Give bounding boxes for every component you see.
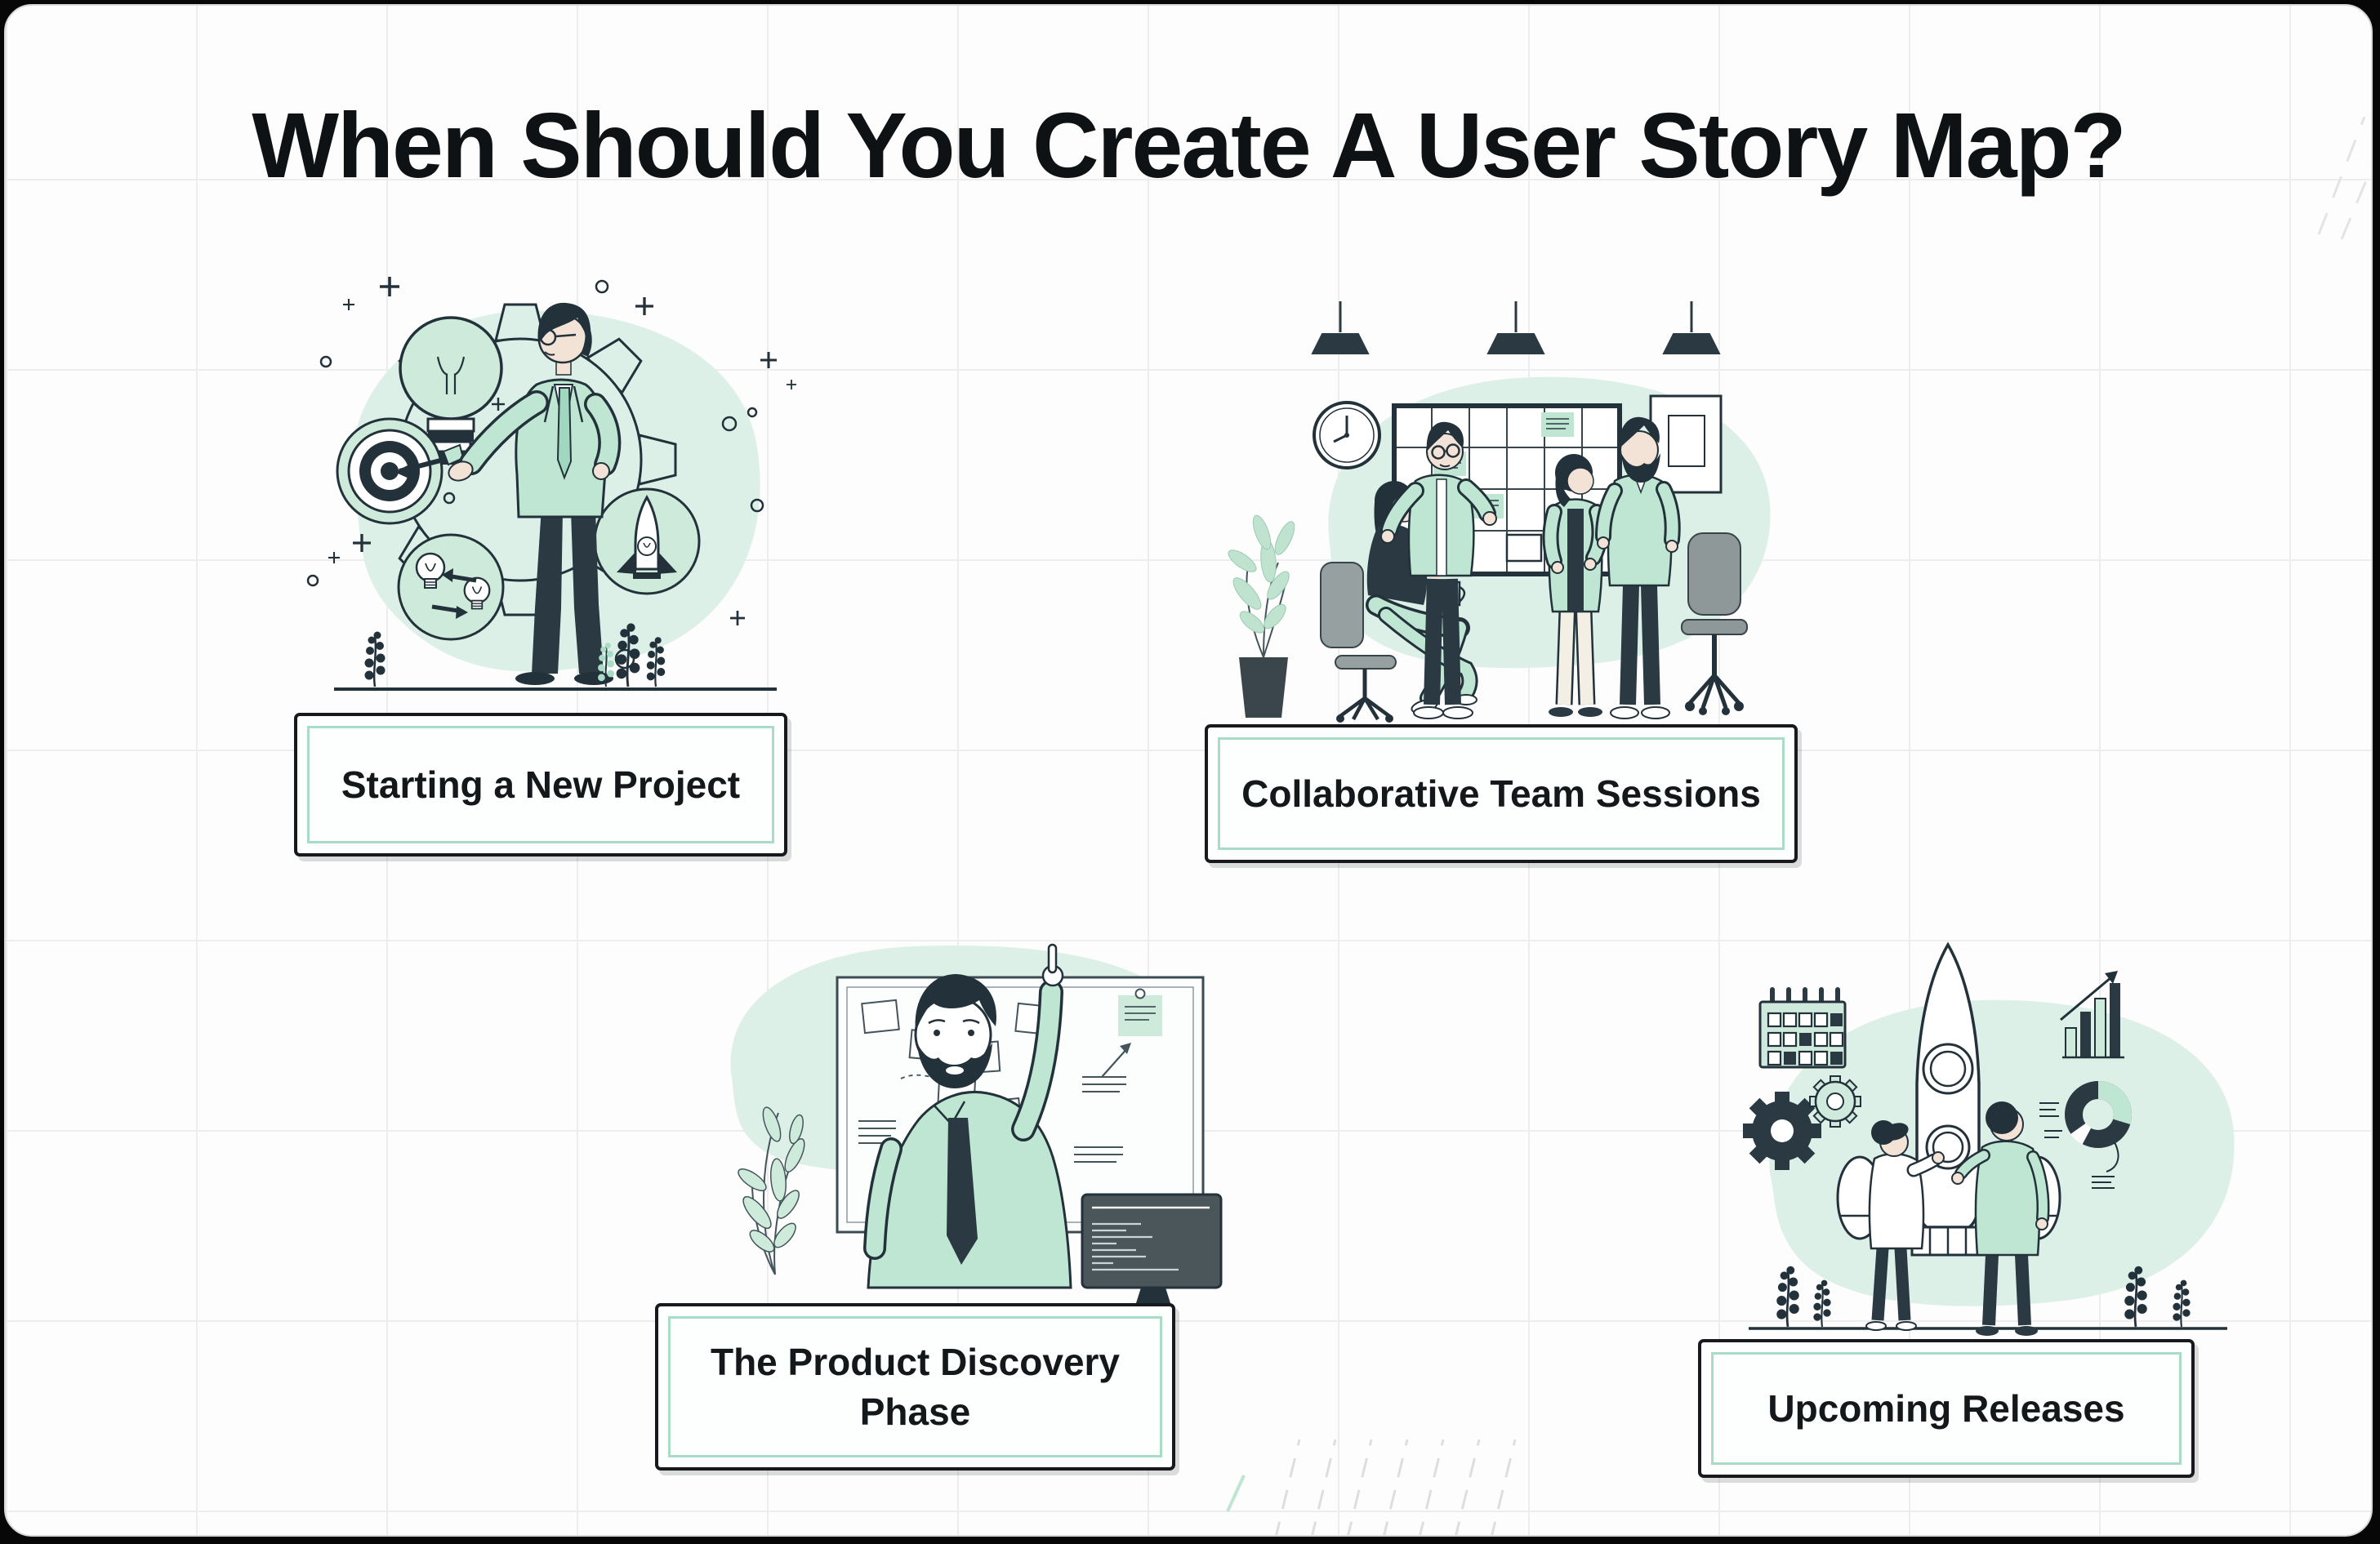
man-figure [1951,1101,2050,1336]
corner-dashes-decoration [2317,116,2371,240]
picture-frame-icon [1649,394,1723,494]
section-label-text: Collaborative Team Sessions [1241,772,1761,815]
rocket-badge-icon [593,487,701,595]
code-monitor-icon [1081,1193,1223,1303]
potted-plant-icon [1228,514,1295,718]
section-label-text: Starting a New Project [341,763,741,806]
woman-figure [1865,1120,1945,1331]
idea-exchange-icon [397,533,505,641]
bearded-man-figure [1595,416,1681,719]
calendar-icon [1758,987,1847,1069]
presenter-figure [448,302,622,685]
product-discovery-illustration [730,943,1223,1303]
page-title: When Should You Create A User Story Map? [252,94,2126,197]
pendant-lamp-icon [1311,301,1721,354]
target-icon [336,417,465,525]
section-label-starting-a-new-project: Starting a New Project [294,713,787,857]
section-label-upcoming-releases: Upcoming Releases [1698,1339,2195,1478]
infographic-card: When Should You Create A User Story Map? [4,4,2373,1537]
bar-chart-icon [2060,971,2124,1059]
section-label-text: Upcoming Releases [1767,1386,2125,1430]
pointing-man-figure [863,943,1072,1289]
upcoming-releases-illustration [1743,941,2235,1336]
wall-clock-icon [1313,401,1381,469]
label-inner-border: Upcoming Releases [1711,1352,2182,1465]
label-inner-border: Collaborative Team Sessions [1218,737,1785,850]
pinned-note-icon [1118,988,1162,1036]
stool-icon [1320,562,1397,723]
office-chair-icon [1681,532,1748,715]
section-label-the-product-discovery-phase: The Product Discovery Phase [655,1303,1175,1471]
plant-icon [738,1106,805,1275]
diagonal-dashes-decoration [1275,1439,1517,1535]
collaborative-team-sessions-illustration [1228,301,1771,723]
donut-chart-icon [2039,1080,2133,1189]
label-inner-border: The Product Discovery Phase [668,1316,1162,1457]
label-inner-border: Starting a New Project [307,726,774,843]
starting-new-project-illustration [306,275,797,691]
section-label-text: The Product Discovery Phase [710,1340,1121,1433]
board-presenter-figure [1380,421,1497,719]
mint-tick-decoration [1226,1475,1246,1512]
section-label-collaborative-team-sessions: Collaborative Team Sessions [1205,724,1798,863]
